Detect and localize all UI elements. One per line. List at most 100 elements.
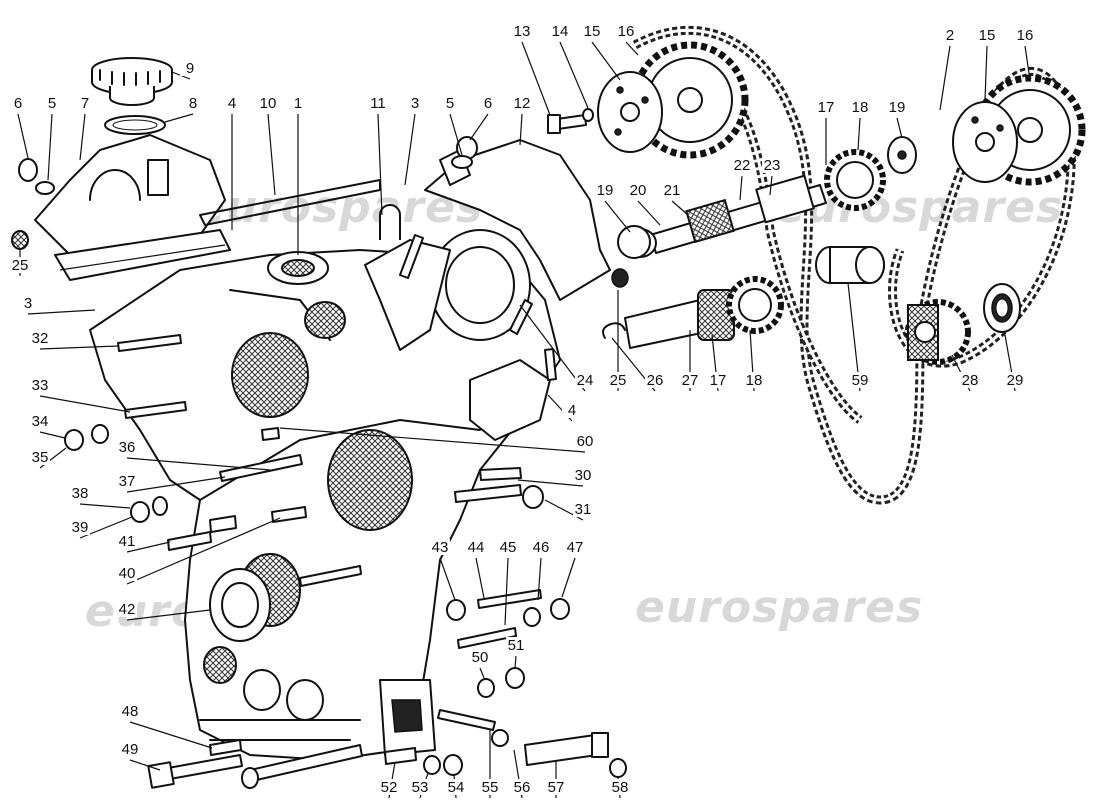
part-label-56: 56 xyxy=(514,779,531,796)
part-label-12: 12 xyxy=(514,95,531,112)
part-label-bg-40 xyxy=(117,565,137,581)
leader-line-7 xyxy=(79,113,86,161)
part-label-50: 50 xyxy=(472,649,489,666)
part-label-bg-35 xyxy=(30,449,50,465)
camshaft-hub-right xyxy=(952,101,1018,183)
part-label-bg-29 xyxy=(1005,372,1025,388)
leader-line-19a xyxy=(604,200,631,233)
camshaft-sprocket-left xyxy=(631,41,749,159)
part-label-35: 35 xyxy=(32,449,49,466)
part-label-52: 52 xyxy=(381,779,398,796)
part-label-33: 33 xyxy=(32,377,49,394)
part-label-18a: 18 xyxy=(852,99,869,116)
part-label-bg-22 xyxy=(732,157,752,173)
part-label-bg-56 xyxy=(512,779,532,795)
part-label-7: 7 xyxy=(81,95,89,112)
filler-cap xyxy=(91,57,173,106)
studs-and-fasteners xyxy=(117,114,609,789)
part-label-bg-4b xyxy=(562,402,582,418)
part-label-21: 21 xyxy=(664,182,681,199)
part-label-bg-14 xyxy=(550,23,570,39)
part-label-59: 59 xyxy=(852,372,869,389)
leader-line-19b xyxy=(896,117,903,139)
part-label-6b: 6 xyxy=(484,95,492,112)
part-label-bg-15b xyxy=(977,27,997,43)
part-label-bg-18a xyxy=(850,99,870,115)
filler-gasket xyxy=(104,115,166,135)
camshaft-hub-left xyxy=(597,71,663,153)
leader-line-42 xyxy=(126,609,211,621)
part-label-3b: 3 xyxy=(411,95,419,112)
part-label-bg-59 xyxy=(850,372,870,388)
leader-line-33 xyxy=(39,395,131,413)
part-label-26: 26 xyxy=(647,372,664,389)
part-label-bg-52 xyxy=(379,779,399,795)
part-label-23: 23 xyxy=(764,157,781,174)
part-label-bg-34 xyxy=(30,413,50,429)
leader-line-45 xyxy=(504,557,509,626)
part-label-bg-57 xyxy=(546,779,566,795)
part-label-bg-17b xyxy=(708,372,728,388)
part-label-bg-49 xyxy=(120,741,140,757)
part-label-bg-42 xyxy=(117,601,137,617)
leader-line-15a xyxy=(591,41,621,81)
leader-line-49 xyxy=(129,759,161,771)
woodruff-key xyxy=(602,322,626,339)
leader-line-41 xyxy=(126,541,171,553)
leader-line-30 xyxy=(517,479,584,487)
part-label-bg-9 xyxy=(180,60,200,76)
part-label-bg-5a xyxy=(42,95,62,111)
part-label-bg-37 xyxy=(117,473,137,489)
part-label-8: 8 xyxy=(189,95,197,112)
part-label-bg-7 xyxy=(75,95,95,111)
part-label-43: 43 xyxy=(432,539,449,556)
thrust-plate xyxy=(887,136,917,174)
leader-line-11 xyxy=(377,113,383,216)
part-label-10: 10 xyxy=(260,95,277,112)
part-label-42: 42 xyxy=(119,601,136,618)
part-label-bg-41 xyxy=(117,533,137,549)
part-label-bg-51 xyxy=(506,637,526,653)
part-label-bg-15a xyxy=(582,23,602,39)
part-label-bg-36 xyxy=(117,439,137,455)
leader-line-37 xyxy=(126,476,226,493)
leader-line-36 xyxy=(126,457,271,471)
part-label-bg-20 xyxy=(628,182,648,198)
part-label-bg-10 xyxy=(258,95,278,111)
part-label-bg-23 xyxy=(762,157,782,173)
part-label-bg-39 xyxy=(70,519,90,535)
part-label-13: 13 xyxy=(514,23,531,40)
part-label-27: 27 xyxy=(682,372,699,389)
watermark-bottom-right: eurospares xyxy=(635,582,923,633)
part-label-25b: 25 xyxy=(610,372,627,389)
part-label-28: 28 xyxy=(962,372,979,389)
leader-line-13 xyxy=(521,41,551,116)
leader-line-48 xyxy=(129,721,213,749)
part-label-15a: 15 xyxy=(584,23,601,40)
part-label-bg-50 xyxy=(470,649,490,665)
part-label-2: 2 xyxy=(946,27,954,44)
part-label-bg-24 xyxy=(575,372,595,388)
leader-line-40 xyxy=(126,517,281,585)
part-label-5b: 5 xyxy=(446,95,454,112)
leader-line-2 xyxy=(939,45,951,111)
part-label-45: 45 xyxy=(500,539,517,556)
leader-line-24 xyxy=(519,304,586,392)
part-label-bg-26 xyxy=(645,372,665,388)
part-label-16a: 16 xyxy=(618,23,635,40)
crank-sprocket xyxy=(624,276,784,349)
part-label-14: 14 xyxy=(552,23,569,40)
part-label-bg-60 xyxy=(575,433,595,449)
part-label-bg-25b xyxy=(608,372,628,388)
leader-line-14 xyxy=(559,41,589,109)
part-label-9: 9 xyxy=(186,60,194,77)
part-label-bg-19b xyxy=(887,99,907,115)
part-label-bg-12 xyxy=(512,95,532,111)
part-label-bg-16a xyxy=(616,23,636,39)
part-label-55: 55 xyxy=(482,779,499,796)
part-label-bg-44 xyxy=(466,539,486,555)
leader-line-44 xyxy=(475,557,485,599)
part-label-bg-3a xyxy=(18,295,38,311)
part-label-53: 53 xyxy=(412,779,429,796)
